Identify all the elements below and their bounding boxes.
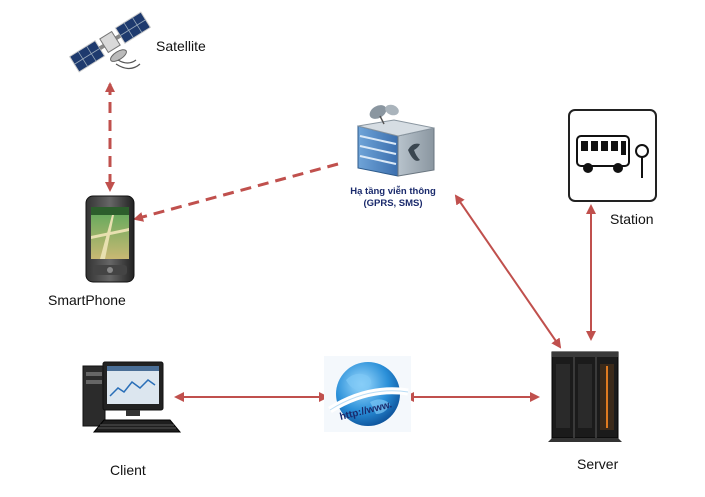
internet-globe-icon: http://www. bbox=[324, 356, 411, 432]
telecom-label-line2: (GPRS, SMS) bbox=[363, 198, 423, 209]
smartphone-label: SmartPhone bbox=[48, 292, 126, 308]
station-icon bbox=[568, 109, 657, 202]
telecom-building-icon bbox=[357, 104, 435, 177]
server-label: Server bbox=[577, 456, 619, 472]
link-telecom-smartphone bbox=[133, 162, 339, 222]
satellite-label: Satellite bbox=[156, 38, 206, 54]
link-telecom-server bbox=[454, 194, 562, 349]
station-label: Station bbox=[610, 211, 654, 227]
connections bbox=[105, 82, 596, 402]
smartphone-icon bbox=[85, 195, 135, 283]
client-label: Client bbox=[110, 462, 146, 478]
server-icon bbox=[548, 351, 622, 442]
telecom-label: Hạ tầng viễn thông (GPRS, SMS) bbox=[328, 186, 458, 210]
telecom-label-line1: Hạ tầng viễn thông bbox=[350, 186, 436, 197]
satellite-signal-icon bbox=[115, 59, 141, 70]
satellite-icon bbox=[68, 11, 152, 73]
client-computer-icon bbox=[82, 361, 182, 433]
